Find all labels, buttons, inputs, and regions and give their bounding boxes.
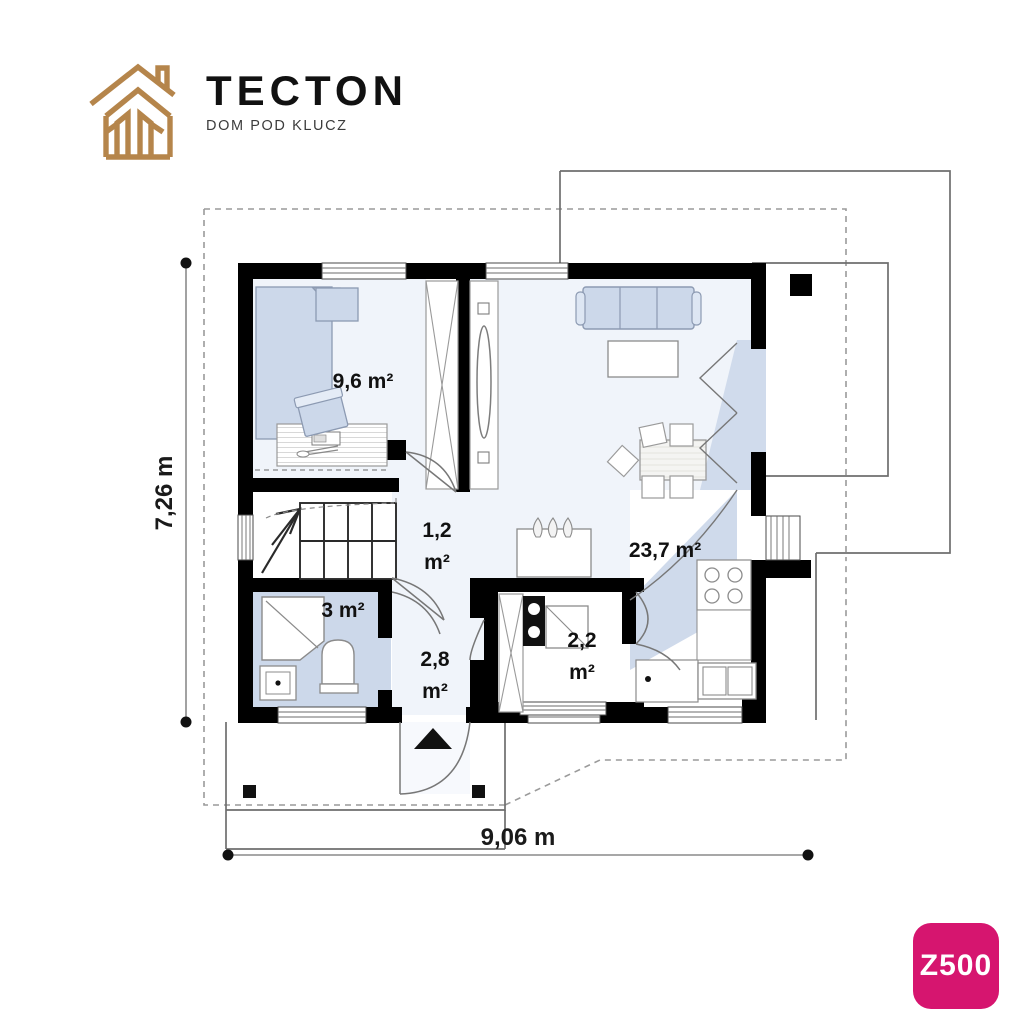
kitchen-small-sink — [645, 676, 651, 682]
toilet — [319, 639, 359, 694]
room-label-living: 23,7 m² — [629, 539, 701, 562]
room-label-hall-unit: m² — [424, 551, 450, 574]
room-label-utility: 2,2 — [567, 629, 596, 652]
sofa — [575, 286, 702, 330]
washing-machine — [545, 605, 589, 649]
nightstand — [315, 287, 359, 322]
desk-chair — [293, 386, 349, 437]
closet-with-rod — [469, 280, 499, 490]
porch-posts — [243, 785, 485, 798]
z500-label: Z500 — [919, 949, 993, 982]
roof-overhang-outline — [203, 208, 847, 806]
terrace-outline — [225, 170, 951, 850]
kitchen — [635, 559, 757, 703]
room-label-bedroom: 9,6 m² — [333, 370, 394, 393]
height-dimension-label: 7,26 m — [151, 456, 178, 531]
dimension-horizontal: 9,06 m — [222, 824, 814, 861]
walls — [238, 263, 812, 723]
bedroom-furniture — [255, 286, 388, 471]
shower — [261, 596, 325, 661]
wardrobe — [425, 280, 459, 490]
patio-door — [629, 342, 738, 601]
width-dimension-label: 9,06 m — [481, 824, 556, 851]
dining-chair — [606, 422, 694, 499]
dimension-vertical: 7,26 m — [151, 257, 192, 728]
living-room-furniture — [516, 286, 738, 601]
brand-title: TECTON — [206, 67, 408, 114]
staircase — [261, 497, 397, 580]
bathroom-fixtures — [259, 596, 359, 701]
room-label-bathroom: 3 m² — [321, 599, 364, 622]
brand-subtitle: DOM POD KLUCZ — [206, 118, 348, 134]
closet-rod — [476, 325, 492, 439]
room-label-vestibule-unit: m² — [422, 680, 448, 703]
utility-equipment — [498, 593, 589, 713]
brand-logo: TECTON DOM POD KLUCZ — [88, 62, 403, 172]
desk-items — [304, 445, 339, 456]
z500-badge[interactable]: Z500 — [913, 923, 999, 1009]
windows — [237, 262, 801, 724]
room-label-vestibule: 2,8 — [420, 648, 450, 671]
room-label-hall: 1,2 — [422, 519, 451, 542]
house-outline-icon — [89, 63, 176, 160]
boiler — [523, 596, 545, 646]
room-label-utility-unit: m² — [569, 661, 595, 684]
coffee-table — [607, 340, 679, 378]
entry-arrow — [414, 728, 452, 749]
doors — [391, 451, 681, 795]
fireplace — [516, 517, 592, 578]
kitchen-stove — [704, 567, 743, 604]
kitchen-sink — [697, 662, 757, 700]
